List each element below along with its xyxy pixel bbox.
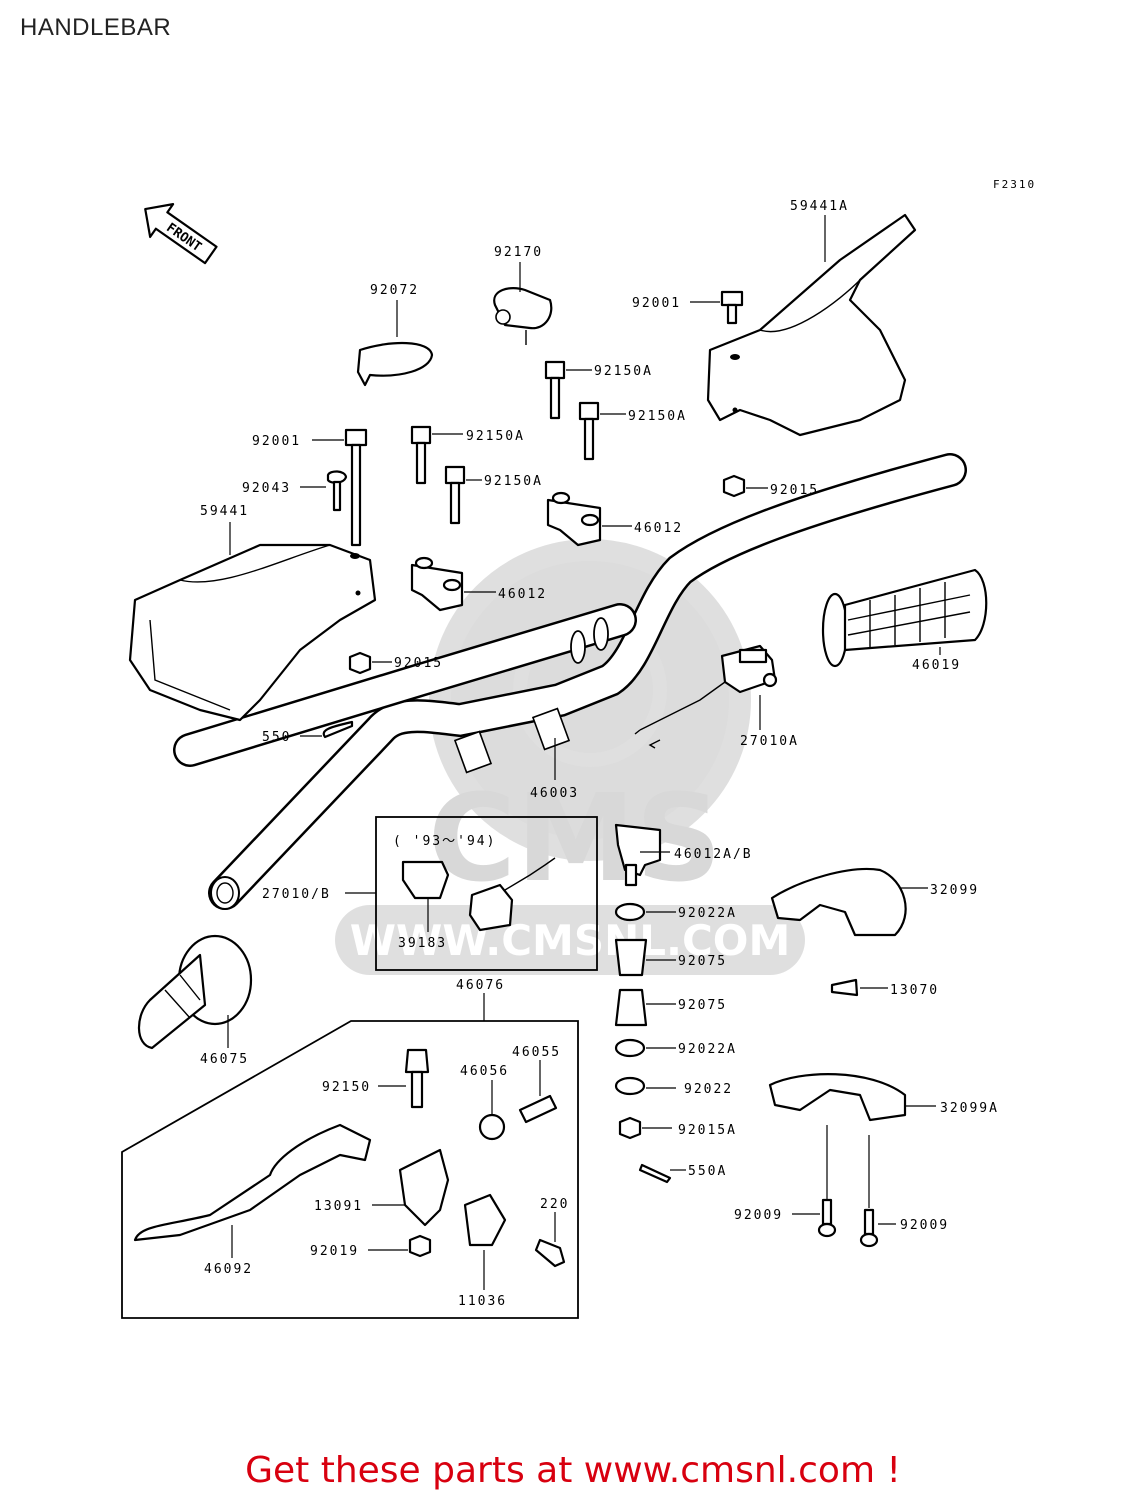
label-92075-b: 92075 — [678, 998, 727, 1013]
bolt-92001-left — [344, 428, 368, 547]
handlebar-tube — [173, 453, 967, 910]
label-46003: 46003 — [530, 786, 579, 801]
label-92015-b: 92015 — [394, 656, 443, 671]
label-39183: 39183 — [398, 936, 447, 951]
screw-92009-left — [817, 1198, 837, 1238]
washer-92022A-2 — [614, 1038, 646, 1058]
label-32099: 32099 — [930, 883, 979, 898]
label-32099A: 32099A — [940, 1101, 999, 1116]
cover-32099 — [770, 868, 907, 937]
left-handguard — [128, 543, 377, 722]
pin-92043 — [326, 470, 348, 512]
bracket-13091 — [398, 1148, 450, 1227]
part-13070 — [830, 978, 859, 997]
label-92001-a: 92001 — [632, 296, 681, 311]
label-92043: 92043 — [242, 481, 291, 496]
left-grip-46075 — [137, 934, 253, 1050]
right-handguard — [706, 213, 917, 437]
label-92150A-d: 92150A — [484, 474, 543, 489]
label-46019: 46019 — [912, 658, 961, 673]
screw-92009-right — [859, 1208, 879, 1248]
label-46092: 46092 — [204, 1262, 253, 1277]
label-92019: 92019 — [310, 1244, 359, 1259]
label-92009-b: 92009 — [900, 1218, 949, 1233]
label-27010A: 27010A — [740, 734, 799, 749]
label-92072: 92072 — [370, 283, 419, 298]
label-46012-b: 46012 — [498, 587, 547, 602]
right-grip-46019 — [821, 568, 988, 668]
clamp-11036 — [463, 1193, 507, 1247]
label-59441: 59441 — [200, 504, 249, 519]
nut-92015A — [618, 1116, 642, 1140]
label-11036: 11036 — [458, 1294, 507, 1309]
label-46076: 46076 — [456, 978, 505, 993]
label-92009-a: 92009 — [734, 1208, 783, 1223]
washer-92022 — [614, 1076, 646, 1096]
holder-46012-upper — [546, 491, 602, 547]
label-92170: 92170 — [494, 245, 543, 260]
label-92001-b: 92001 — [252, 434, 301, 449]
bolt-92150A-1 — [544, 360, 566, 420]
bolt-92150A-3 — [410, 425, 432, 485]
nut-92015-left — [348, 651, 372, 675]
label-92150A-c: 92150A — [466, 429, 525, 444]
label-92022: 92022 — [684, 1082, 733, 1097]
nut-92015-upper — [722, 474, 746, 498]
leader-lines — [227, 215, 941, 1290]
rubber-92075-1 — [614, 938, 648, 977]
bolt-92150A-2 — [578, 401, 600, 461]
inset-46076 — [121, 1020, 579, 1319]
adjuster-46055 — [518, 1094, 558, 1124]
cable-band — [356, 342, 434, 387]
label-13070: 13070 — [890, 983, 939, 998]
bolt-92001-upper — [720, 290, 744, 325]
watermark-url: WWW.CMSNL.COM — [350, 916, 791, 965]
label-46075: 46075 — [200, 1052, 249, 1067]
bolt-92150A-4 — [444, 465, 466, 525]
label-92075-a: 92075 — [678, 954, 727, 969]
label-13091: 13091 — [314, 1199, 363, 1214]
label-92022A-a: 92022A — [678, 906, 737, 921]
cotter-pin-550 — [322, 720, 354, 739]
front-arrow: FRONT — [144, 203, 218, 265]
holder-46012-lower — [410, 556, 464, 612]
label-46056: 46056 — [460, 1064, 509, 1079]
label-92022A-b: 92022A — [678, 1042, 737, 1057]
label-92150A-a: 92150A — [594, 364, 653, 379]
label-92015A: 92015A — [678, 1123, 737, 1138]
figure-code: F2310 — [993, 178, 1037, 191]
watermark-brand: CMS — [428, 770, 722, 909]
nut-46056 — [478, 1113, 506, 1141]
inset-27010B: ( '93～'94) — [375, 816, 598, 971]
clamp-92170 — [493, 287, 553, 345]
label-27010B: 27010/B — [262, 887, 331, 902]
bolt-92150 — [404, 1048, 430, 1109]
label-92150A-b: 92150A — [628, 409, 687, 424]
cover-32099A — [768, 1073, 907, 1122]
label-92150: 92150 — [322, 1080, 371, 1095]
switch-27010A — [634, 644, 778, 749]
holder-46012AB — [614, 823, 662, 887]
label-46012-a: 46012 — [634, 521, 683, 536]
lever-46092 — [133, 1123, 372, 1242]
cotter-pin-550A — [638, 1163, 672, 1184]
label-220: 220 — [540, 1197, 569, 1212]
screw-220 — [534, 1238, 566, 1268]
part-labels: 59441A 92170 92072 92001 92150A 92150A 9… — [200, 199, 999, 1309]
inset-years: ( '93～'94) — [393, 834, 496, 849]
nut-92019 — [408, 1234, 432, 1258]
label-92015-a: 92015 — [770, 483, 819, 498]
label-59441A: 59441A — [790, 199, 849, 214]
label-46012AB: 46012A/B — [674, 847, 753, 862]
washer-92022A-1 — [614, 902, 646, 922]
label-46055: 46055 — [512, 1045, 561, 1060]
rubber-92075-2 — [614, 988, 648, 1027]
page-title: HANDLEBAR — [20, 14, 172, 41]
promo-footer-link[interactable]: Get these parts at www.cmsnl.com ! — [245, 1450, 901, 1491]
label-550A: 550A — [688, 1164, 727, 1179]
label-550: 550 — [262, 730, 291, 745]
